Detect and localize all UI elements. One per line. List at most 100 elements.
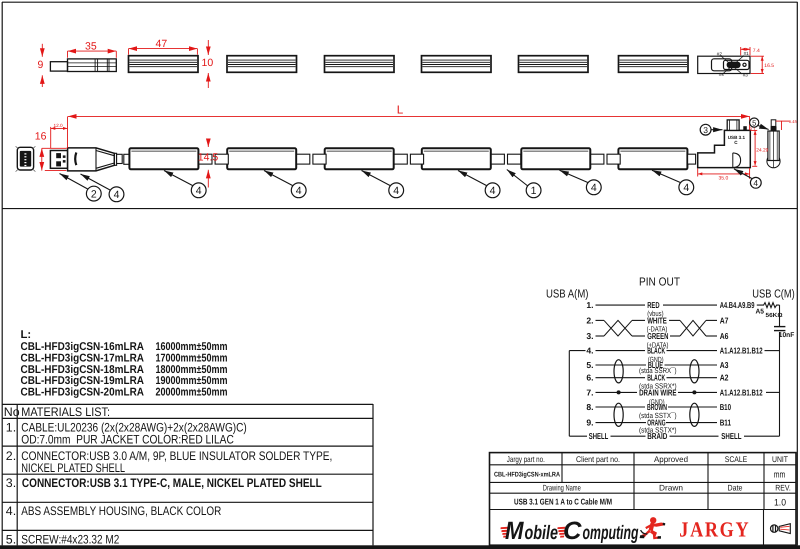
svg-text:16.5: 16.5 bbox=[764, 63, 774, 69]
svg-text:omputing: omputing bbox=[583, 522, 639, 544]
svg-text:5.: 5. bbox=[586, 360, 593, 370]
svg-text:WHITE: WHITE bbox=[647, 315, 667, 325]
svg-text:#1: #1 bbox=[744, 51, 750, 56]
svg-text:USB 3.1 GEN 1 A to C Cable M/M: USB 3.1 GEN 1 A to C Cable M/M bbox=[514, 496, 612, 506]
svg-text:BLUE: BLUE bbox=[648, 360, 663, 370]
svg-text:USB A(M): USB A(M) bbox=[546, 287, 589, 300]
svg-text:A7: A7 bbox=[720, 315, 729, 325]
svg-text:4: 4 bbox=[490, 185, 496, 197]
svg-text:10: 10 bbox=[202, 57, 214, 69]
svg-text:2.: 2. bbox=[586, 315, 593, 325]
svg-text:CBL-HFD3igCSN-18mLRA: CBL-HFD3igCSN-18mLRA bbox=[21, 364, 145, 376]
svg-text:35.0: 35.0 bbox=[719, 175, 729, 181]
svg-text:56KΩ: 56KΩ bbox=[766, 312, 783, 319]
svg-text:8.: 8. bbox=[586, 402, 593, 412]
svg-text:(stda SSTX¯): (stda SSTX¯) bbox=[639, 411, 677, 420]
svg-text:A4.B4.A9.B9: A4.B4.A9.B9 bbox=[720, 300, 755, 310]
svg-text:6.45: 6.45 bbox=[789, 119, 798, 124]
svg-text:4: 4 bbox=[114, 189, 120, 201]
svg-text:1: 1 bbox=[531, 185, 537, 197]
svg-text:7.4: 7.4 bbox=[753, 48, 760, 54]
svg-text:Drawing Name: Drawing Name bbox=[543, 483, 581, 492]
svg-text:6.: 6. bbox=[586, 373, 593, 383]
svg-text:No: No bbox=[4, 405, 20, 419]
svg-text:4: 4 bbox=[196, 185, 202, 197]
svg-text:CONNECTOR:USB 3.1 TYPE-C, MALE: CONNECTOR:USB 3.1 TYPE-C, MALE, NICKEL P… bbox=[22, 476, 322, 490]
svg-text:3.: 3. bbox=[586, 331, 593, 341]
svg-text:C: C bbox=[563, 517, 582, 545]
svg-text:ORANG: ORANG bbox=[647, 418, 665, 428]
svg-text:9.: 9. bbox=[586, 418, 593, 428]
svg-text:Jargy part no.: Jargy part no. bbox=[507, 455, 545, 464]
svg-text:SHELL: SHELL bbox=[721, 431, 741, 441]
svg-text:A5: A5 bbox=[756, 309, 765, 316]
svg-text:5: 5 bbox=[752, 119, 756, 128]
svg-text:BLACK: BLACK bbox=[647, 373, 665, 383]
svg-text:4: 4 bbox=[591, 182, 597, 194]
svg-text:4: 4 bbox=[393, 185, 399, 197]
svg-text:(stda SSRX*): (stda SSRX*) bbox=[639, 382, 677, 391]
svg-text:CBL-HFD3igCSN-19mLRA: CBL-HFD3igCSN-19mLRA bbox=[21, 375, 145, 387]
svg-text:35: 35 bbox=[85, 40, 97, 52]
svg-text:obile: obile bbox=[525, 522, 559, 544]
svg-text:CBL-HFD3igCSN-xmLRA: CBL-HFD3igCSN-xmLRA bbox=[494, 471, 560, 478]
svg-text:(vbus): (vbus) bbox=[647, 309, 664, 318]
svg-text:A3: A3 bbox=[720, 360, 729, 370]
svg-text:10nF: 10nF bbox=[779, 332, 795, 339]
svg-text:RED: RED bbox=[647, 300, 659, 310]
svg-text:2: 2 bbox=[91, 188, 97, 200]
svg-text:(-DATA): (-DATA) bbox=[647, 325, 668, 334]
svg-text:CBL-HFD3igCSN-20mLRA: CBL-HFD3igCSN-20mLRA bbox=[21, 386, 145, 398]
svg-text:1.: 1. bbox=[6, 420, 16, 434]
svg-text:L:: L: bbox=[21, 329, 32, 341]
svg-text:4: 4 bbox=[753, 178, 758, 188]
svg-text:19000mm±50mm: 19000mm±50mm bbox=[156, 375, 228, 387]
svg-text:20000mm±50mm: 20000mm±50mm bbox=[156, 386, 228, 398]
svg-text:B10: B10 bbox=[720, 402, 731, 412]
svg-text:PIN OUT: PIN OUT bbox=[639, 275, 680, 288]
svg-text:#4: #4 bbox=[719, 72, 725, 77]
svg-text:BLACK: BLACK bbox=[647, 346, 665, 356]
svg-text:NICKEL PLATED SHELL: NICKEL PLATED SHELL bbox=[21, 461, 125, 475]
svg-text:18000mm±50mm: 18000mm±50mm bbox=[156, 364, 228, 376]
svg-text:B11: B11 bbox=[720, 418, 731, 428]
svg-text:4: 4 bbox=[683, 182, 689, 194]
svg-text:24.29: 24.29 bbox=[756, 148, 768, 154]
svg-text:#3: #3 bbox=[743, 73, 749, 78]
svg-text:3.1: 3.1 bbox=[750, 127, 757, 132]
svg-text:(stda SSTX*): (stda SSTX*) bbox=[639, 425, 677, 434]
svg-text:1.: 1. bbox=[586, 300, 593, 310]
svg-text:4: 4 bbox=[296, 185, 302, 197]
svg-text:7.: 7. bbox=[586, 387, 593, 397]
svg-text:A2: A2 bbox=[720, 373, 729, 383]
svg-text:USB C(M): USB C(M) bbox=[752, 287, 795, 300]
svg-text:JARGY: JARGY bbox=[679, 517, 750, 541]
svg-text:A6: A6 bbox=[720, 331, 729, 341]
svg-text:CBL-HFD3igCSN-17mLRA: CBL-HFD3igCSN-17mLRA bbox=[21, 352, 145, 364]
svg-text:MATERIALS LIST:: MATERIALS LIST: bbox=[21, 405, 110, 419]
svg-text:#2: #2 bbox=[717, 51, 723, 56]
svg-text:(+DATA): (+DATA) bbox=[647, 340, 669, 349]
svg-text:5.: 5. bbox=[6, 532, 16, 546]
svg-text:1.0: 1.0 bbox=[774, 498, 786, 509]
svg-text:A1.A12.B1.B12: A1.A12.B1.B12 bbox=[720, 346, 763, 356]
svg-text:A1.A12.B1.B12: A1.A12.B1.B12 bbox=[720, 387, 763, 397]
svg-text:2.: 2. bbox=[6, 449, 16, 463]
svg-text:DRAIN WIRE: DRAIN WIRE bbox=[639, 387, 677, 397]
svg-text:REV.: REV. bbox=[775, 483, 791, 492]
svg-text:CONNECTOR:USB 3.0 A/M, 9P, BLU: CONNECTOR:USB 3.0 A/M, 9P, BLUE INSULATO… bbox=[21, 449, 332, 463]
svg-text:SCREW:#4x23.32 M2: SCREW:#4x23.32 M2 bbox=[21, 532, 119, 546]
svg-text:USB 3.1: USB 3.1 bbox=[728, 135, 746, 140]
svg-text:Drawn: Drawn bbox=[659, 483, 683, 492]
svg-text:M: M bbox=[505, 517, 525, 545]
svg-text:9: 9 bbox=[38, 59, 44, 71]
svg-text:3.: 3. bbox=[6, 476, 16, 490]
svg-text:C: C bbox=[734, 140, 738, 145]
svg-text:BRAID: BRAID bbox=[647, 431, 667, 441]
svg-text:(stda SSRX¯): (stda SSRX¯) bbox=[639, 366, 677, 375]
svg-text:16000mm±50mm: 16000mm±50mm bbox=[156, 341, 228, 353]
svg-text:Approved: Approved bbox=[654, 455, 688, 464]
svg-text:(GND): (GND) bbox=[648, 355, 664, 364]
svg-text:L: L bbox=[397, 103, 404, 116]
svg-text:(GND): (GND) bbox=[649, 398, 665, 407]
